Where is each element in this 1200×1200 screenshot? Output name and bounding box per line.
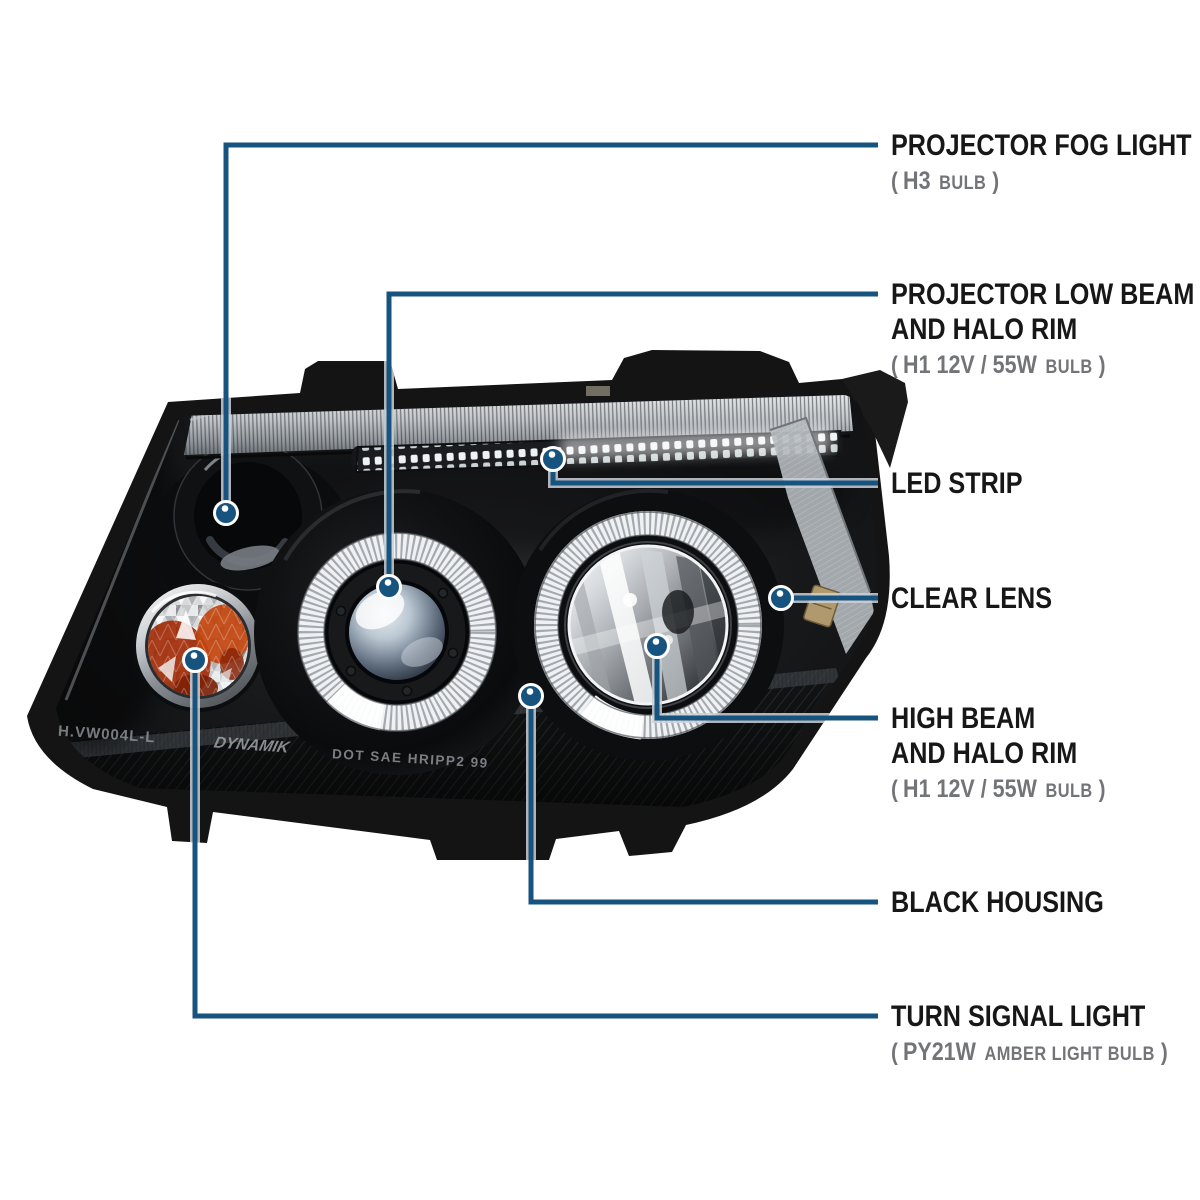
callout-dot-clear-lens	[768, 585, 794, 611]
spec-label: BULB	[1045, 781, 1093, 802]
callout-dot-projector-fog-light	[213, 500, 239, 526]
label-text: LED STRIP	[891, 467, 1023, 500]
callout-line-black-housing	[528, 696, 878, 905]
callout-dot-led-strip	[540, 446, 566, 472]
reflector-facets	[569, 546, 727, 704]
spec-paren-open: (	[891, 352, 898, 379]
spec-code: H1 12V / 55W	[903, 775, 1037, 803]
callout-label-projector-fog-light: PROJECTOR FOG LIGHT (H3 BULB)	[891, 128, 1200, 200]
led-strip-element	[351, 425, 842, 474]
callout-label-turn-signal-light: TURN SIGNAL LIGHT (PY21W AMBER LIGHT BULB…	[891, 999, 1200, 1071]
bulb-spec: (H3 BULB)	[891, 166, 1199, 200]
label-text: PROJECTOR LOW BEAM	[891, 278, 1195, 311]
spec-paren-open: (	[891, 168, 898, 195]
callout-label-led-strip: LED STRIP	[891, 466, 1048, 501]
bulb-spec: (H1 12V / 55W BULB)	[891, 350, 1200, 384]
callout-lines	[182, 142, 878, 1019]
callout-line-projector-low-beam	[386, 291, 878, 587]
callout-line-projector-fog-light	[223, 142, 878, 513]
spec-paren-close: )	[1160, 1039, 1168, 1066]
callout-dot-high-beam	[644, 633, 670, 659]
callout-label-high-beam: HIGH BEAM AND HALO RIM (H1 12V / 55W BULB…	[891, 701, 1140, 808]
bezel-screws	[335, 567, 459, 697]
spec-paren-open: (	[891, 1039, 898, 1066]
spec-label: BULB	[1045, 357, 1093, 378]
callout-label-black-housing: BLACK HOUSING	[891, 885, 1144, 920]
callout-dot-projector-low-beam	[376, 574, 402, 600]
projector-low-beam-unit	[254, 489, 540, 775]
spec-code: H1 12V / 55W	[903, 351, 1037, 379]
callout-dots	[182, 446, 794, 709]
spec-code: H3	[903, 167, 931, 195]
label-text: HIGH BEAM	[891, 702, 1036, 735]
spec-paren-close: )	[1098, 352, 1106, 379]
spec-paren-open: (	[891, 776, 898, 803]
metal-clip	[586, 386, 610, 396]
label-text: PROJECTOR FOG LIGHT	[891, 129, 1192, 162]
spec-paren-close: )	[992, 168, 1000, 195]
label-text: BLACK HOUSING	[891, 886, 1104, 919]
callout-dot-turn-signal-light	[182, 647, 208, 673]
callout-dot-black-housing	[518, 683, 544, 709]
callout-line-high-beam	[654, 646, 878, 721]
mount-fin	[842, 370, 908, 468]
spec-paren-close: )	[1098, 776, 1106, 803]
label-text: TURN SIGNAL LIGHT	[891, 1000, 1146, 1033]
spec-label: AMBER LIGHT BULB	[984, 1044, 1155, 1065]
callout-label-projector-low-beam: PROJECTOR LOW BEAM AND HALO RIM (H1 12V …	[891, 277, 1200, 384]
high-beam-unit	[512, 488, 784, 761]
callout-line-turn-signal-light	[192, 660, 878, 1019]
callout-label-clear-lens: CLEAR LENS	[891, 581, 1083, 616]
label-text: AND HALO RIM	[891, 737, 1078, 770]
lens-edge-glint	[64, 419, 180, 701]
spec-label: BULB	[939, 173, 987, 194]
bulb-spec: (H1 12V / 55W BULB)	[891, 774, 1106, 808]
bulb-spec: (PY21W AMBER LIGHT BULB)	[891, 1037, 1168, 1071]
label-text: CLEAR LENS	[891, 582, 1053, 615]
spec-code: PY21W	[903, 1038, 976, 1066]
label-text: AND HALO RIM	[891, 313, 1078, 346]
